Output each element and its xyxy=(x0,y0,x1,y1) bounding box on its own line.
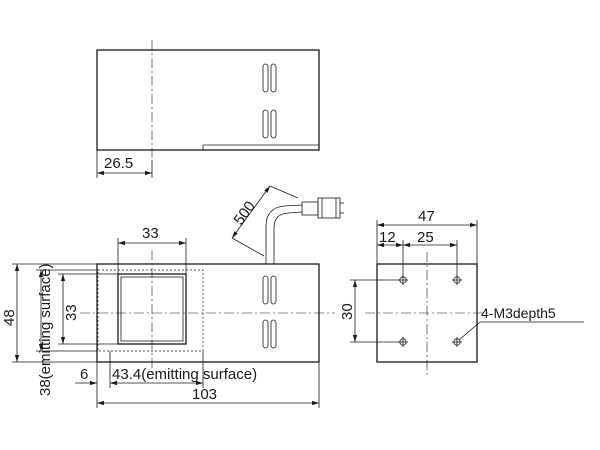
emitting-surface-outline xyxy=(97,269,204,352)
dim-hole-pitch-x: 25 xyxy=(417,229,434,246)
top-view-outline xyxy=(96,49,320,151)
mounting-holes xyxy=(398,275,462,347)
dim-end-width: 47 xyxy=(418,208,435,225)
dim-top-offset: 26.5 xyxy=(104,155,133,172)
connector xyxy=(301,197,344,219)
thread-leader-line xyxy=(458,321,481,341)
front-view-vent-slots xyxy=(262,275,277,349)
top-view-vent-slots xyxy=(262,63,277,139)
front-view: 500 33 48 38(emitting surface) 33 6 43.4… xyxy=(1,185,344,408)
dim-cable-length: 500 xyxy=(230,198,258,228)
dim-edge-offset: 6 xyxy=(80,366,88,383)
dim-hole-offset: 12 xyxy=(379,229,396,246)
cable xyxy=(265,204,303,264)
dim-emitting-height: 38(emitting surface) xyxy=(37,263,54,396)
dim-hole-pitch-y: 30 xyxy=(339,303,356,320)
dim-window-width: 33 xyxy=(142,225,159,242)
dim-length-total: 103 xyxy=(192,386,217,403)
thread-callout: 4-M3depth5 xyxy=(481,305,556,321)
dim-window-height: 33 xyxy=(63,304,80,321)
dim-line-500 xyxy=(231,185,271,239)
dim-height-total: 48 xyxy=(1,309,18,326)
top-view: 26.5 xyxy=(96,40,320,178)
end-view: 47 12 25 30 4-M3depth5 xyxy=(339,208,584,375)
dim-emitting-width: 43.4(emitting surface) xyxy=(112,366,257,383)
